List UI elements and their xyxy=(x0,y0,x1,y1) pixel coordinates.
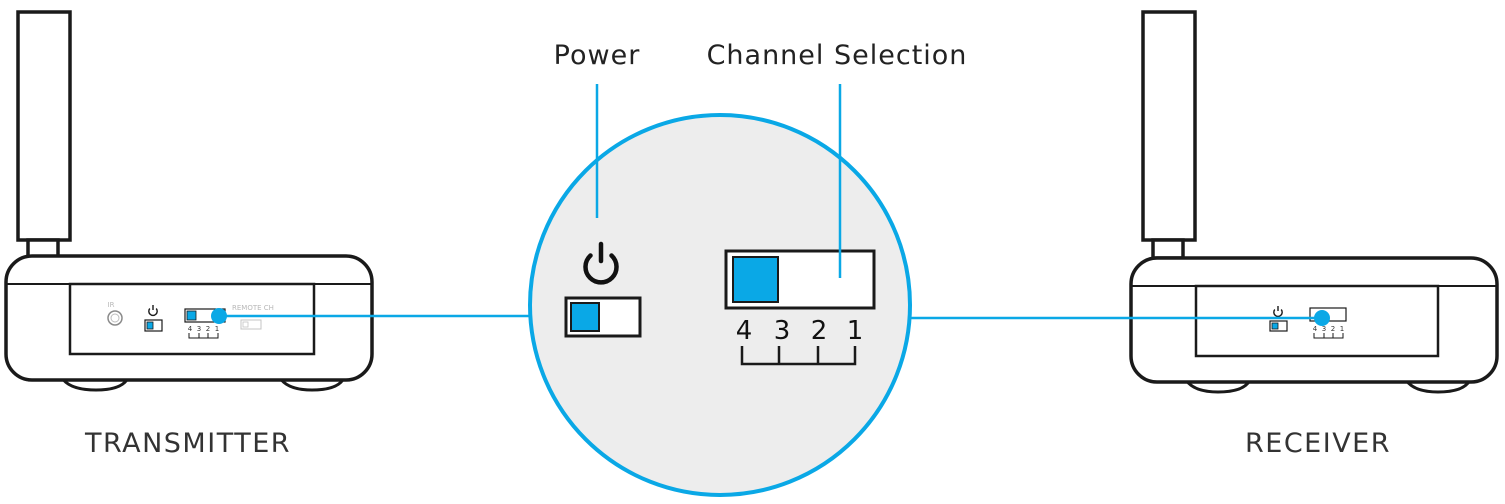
receiver-antenna xyxy=(1141,10,1197,242)
zoom-ch-3: 3 xyxy=(774,316,791,346)
transmitter-channel-numbers: 4 3 2 1 xyxy=(188,325,219,333)
channel-selection-label: Channel Selection xyxy=(707,40,968,71)
zoom-ch-4: 4 xyxy=(736,316,753,346)
rx-ch-3: 3 xyxy=(1322,325,1326,333)
transmitter-remote-ch-label: REMOTE CH xyxy=(232,304,274,312)
zoom-ch-1: 1 xyxy=(847,316,864,346)
transmitter-antenna xyxy=(16,10,72,242)
transmitter-power-switch[interactable] xyxy=(144,319,163,332)
rx-ch-1: 1 xyxy=(1340,325,1344,333)
remote-ch-switch[interactable] xyxy=(240,319,262,330)
tx-ch-1: 1 xyxy=(215,325,219,333)
zoom-ch-2: 2 xyxy=(811,316,828,346)
transmitter-device: IR 4 3 2 1 REMOTE CH TRANSMITTER xyxy=(4,10,374,459)
rx-ch-2: 2 xyxy=(1331,325,1335,333)
zoom-detail: 4 3 2 1 xyxy=(528,113,912,497)
receiver-power-icon xyxy=(1273,306,1283,318)
transmitter-callout-dot xyxy=(211,308,227,324)
tx-ch-3: 3 xyxy=(197,325,201,333)
power-label: Power xyxy=(554,40,641,71)
zoom-channel-numbers: 4 3 2 1 xyxy=(736,316,864,346)
receiver-device: 4 3 2 1 RECEIVER xyxy=(1129,10,1499,459)
zoom-channel-bracket xyxy=(740,346,857,366)
receiver-callout-dot xyxy=(1314,310,1330,326)
receiver-power-switch[interactable] xyxy=(1269,320,1288,332)
zoom-circle xyxy=(528,113,912,497)
tx-ch-2: 2 xyxy=(206,325,210,333)
tx-ch-4: 4 xyxy=(188,325,193,333)
receiver-channel-numbers: 4 3 2 1 xyxy=(1313,325,1344,333)
zoom-power-knob xyxy=(570,302,600,332)
zoom-channel-knob xyxy=(732,256,779,303)
rx-ch-4: 4 xyxy=(1313,325,1318,333)
receiver-label: RECEIVER xyxy=(1245,428,1391,459)
zoom-power-icon xyxy=(583,241,619,285)
receiver-antenna-base xyxy=(1151,238,1185,260)
transmitter-power-icon xyxy=(148,305,158,317)
transmitter-ir-label: IR xyxy=(108,301,115,309)
transmitter-label: TRANSMITTER xyxy=(84,428,291,459)
